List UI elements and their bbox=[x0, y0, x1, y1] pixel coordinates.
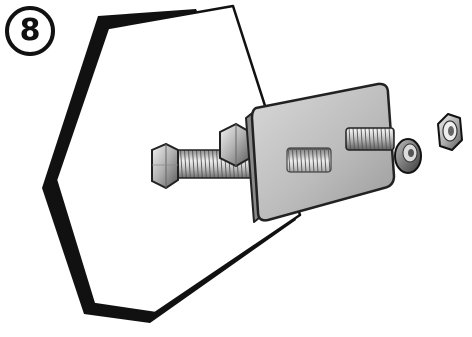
hex-nut bbox=[438, 114, 462, 150]
mounting-plate bbox=[246, 84, 394, 222]
step-number-badge: 8 bbox=[5, 6, 55, 56]
washer bbox=[395, 139, 421, 173]
inner-hex-nut bbox=[220, 124, 250, 166]
right-bolt-shaft bbox=[346, 128, 394, 150]
left-bolt-head bbox=[152, 144, 178, 188]
step-number: 8 bbox=[20, 16, 41, 46]
right-bolt bbox=[346, 128, 394, 150]
mounting-plate-thread bbox=[287, 148, 331, 172]
